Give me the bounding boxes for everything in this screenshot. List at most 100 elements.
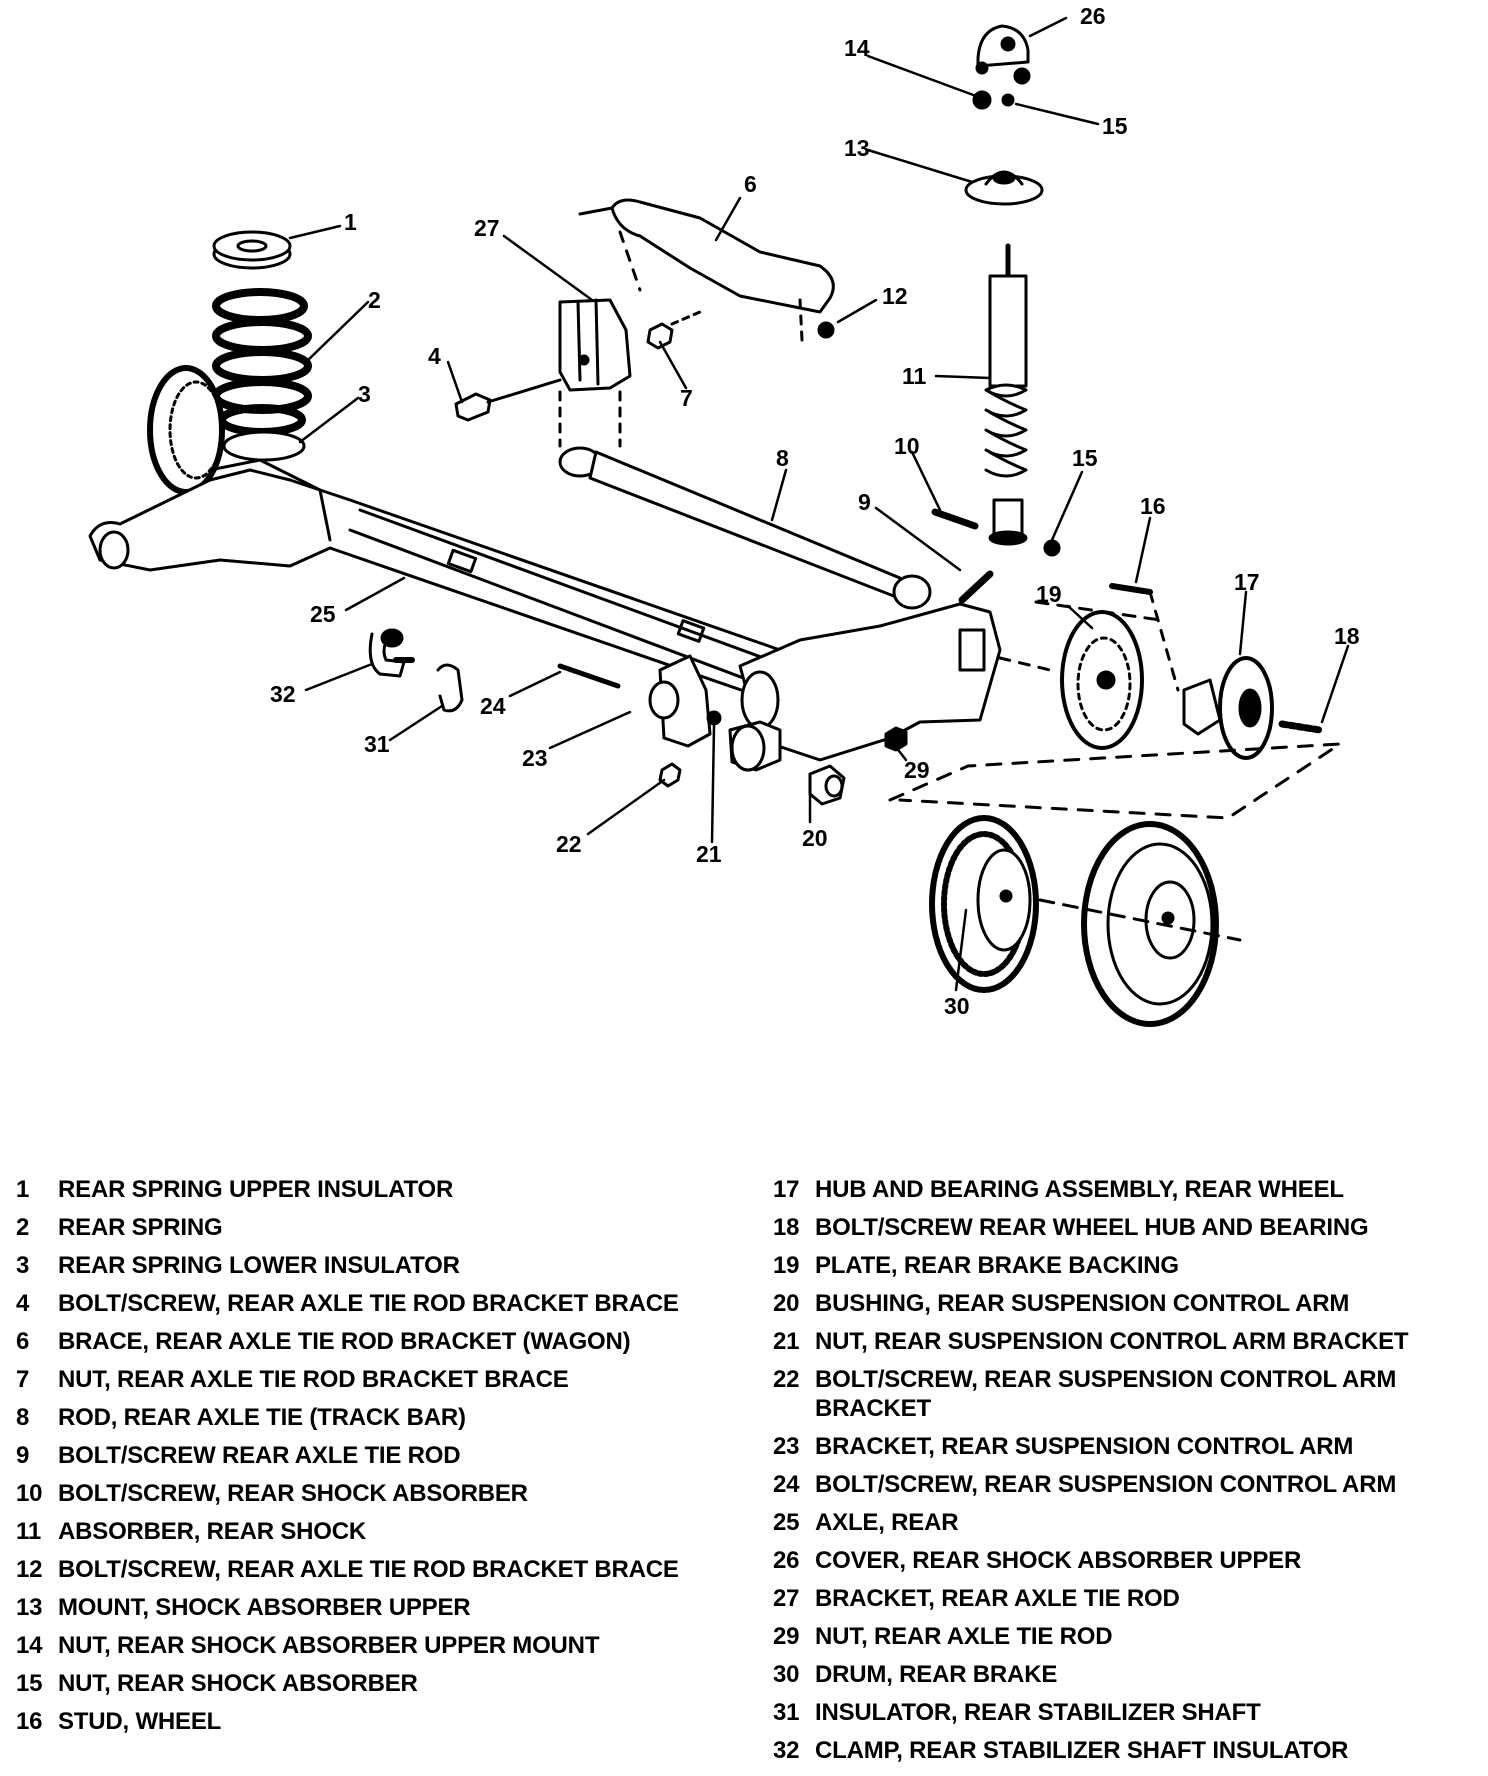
legend-number: 32 [773,1737,800,1764]
legend-description: ABSORBER, REAR SHOCK [58,1518,367,1545]
legend-description: PLATE, REAR BRAKE BACKING [815,1252,1179,1279]
legend-description: BUSHING, REAR SUSPENSION CONTROL ARM [815,1290,1350,1317]
legend-number: 6 [16,1328,30,1355]
tie-rod-bolt [958,570,994,604]
rear-hub-bearing [1182,656,1274,760]
legend-description: BOLT/SCREW, REAR SHOCK ABSORBER [58,1480,528,1507]
legend-description: BOLT/SCREW REAR AXLE TIE ROD [58,1442,461,1469]
callout-leaders [288,16,1350,992]
legend-number: 24 [773,1471,800,1498]
callout-25: 25 [310,601,336,627]
legend-number: 29 [773,1623,800,1650]
legend-description: BOLT/SCREW, REAR SUSPENSION CONTROL ARM … [815,1366,1397,1422]
legend-number: 26 [773,1547,800,1574]
control-arm-bolt [557,663,621,689]
legend-description: BRACE, REAR AXLE TIE ROD BRACKET (WAGON) [58,1328,631,1355]
wheel-stud [1109,583,1153,595]
legend-number: 22 [773,1366,800,1393]
legend-entry: 26 COVER, REAR SHOCK ABSORBER UPPER [765,1546,1488,1575]
legend-description: NUT, REAR SHOCK ABSORBER UPPER MOUNT [58,1632,600,1659]
legend-number: 11 [16,1518,41,1545]
callout-22: 22 [556,831,582,857]
legend-number: 27 [773,1585,800,1612]
legend-description: BOLT/SCREW REAR WHEEL HUB AND BEARING [815,1214,1369,1241]
exploded-suspension-diagram: 26 14 15 13 6 1 27 12 2 4 7 11 3 10 15 8… [88,3,1360,1027]
control-arm-bushing [728,720,846,806]
callout-numbers: 26 14 15 13 6 1 27 12 2 4 7 11 3 10 15 8… [270,3,1360,1019]
callout-8: 8 [776,445,789,471]
callout-23: 23 [522,745,548,771]
legend-description: STUD, WHEEL [58,1708,222,1735]
callout-24: 24 [480,693,506,719]
stabilizer-insulator [436,663,464,713]
legend-description: REAR SPRING LOWER INSULATOR [58,1252,460,1279]
legend-number: 16 [16,1708,43,1735]
tie-rod-bracket [558,298,632,392]
legend-number: 31 [773,1699,800,1726]
callout-14: 14 [844,35,870,61]
legend-entry: 22 BOLT/SCREW, REAR SUSPENSION CONTROL AR… [765,1365,1488,1423]
legend-description: REAR SPRING UPPER INSULATOR [58,1176,454,1203]
legend-description: HUB AND BEARING ASSEMBLY, REAR WHEEL [815,1176,1344,1203]
callout-27: 27 [474,215,500,241]
spring-upper-insulator [212,230,292,270]
callout-16: 16 [1140,493,1166,519]
bracket-brace-nut [646,322,674,350]
legend-number: 14 [16,1632,43,1659]
callout-9: 9 [858,489,871,515]
rear-coil-spring [212,288,312,436]
legend-number: 17 [773,1176,800,1203]
legend-entry: 6 BRACE, REAR AXLE TIE ROD BRACKET (WAGON… [8,1327,748,1356]
callout-18: 18 [1334,623,1360,649]
legend-entry: 14 NUT, REAR SHOCK ABSORBER UPPER MOUNT [8,1631,748,1660]
legend-description: DRUM, REAR BRAKE [815,1661,1058,1688]
legend-number: 15 [16,1670,43,1697]
rear-axle [88,458,802,702]
legend-description: BRACKET, REAR AXLE TIE ROD [815,1585,1180,1612]
legend-number: 4 [16,1290,30,1317]
tie-rod-bracket-brace [578,198,835,342]
legend-description: BOLT/SCREW, REAR AXLE TIE ROD BRACKET BR… [58,1556,679,1583]
shock-upper-mount [964,170,1044,206]
legend-number: 21 [773,1328,800,1355]
track-bar [558,390,932,610]
legend-description: INSULATOR, REAR STABILIZER SHAFT [815,1699,1261,1726]
callout-12: 12 [882,283,908,309]
legend-description: BRACKET, REAR SUSPENSION CONTROL ARM [815,1433,1354,1460]
callout-15: 15 [1102,113,1128,139]
bracket-brace-bolt [454,378,562,422]
legend-description: COVER, REAR SHOCK ABSORBER UPPER [815,1547,1302,1574]
legend-description: AXLE, REAR [815,1509,959,1536]
tie-rod-nut [884,726,908,752]
callout-11: 11 [902,363,927,389]
legend-entry: 29 NUT, REAR AXLE TIE ROD [765,1622,1488,1651]
rear-wheel-rim [1038,821,1242,1027]
legend-number: 18 [773,1214,800,1241]
control-arm-bracket-bolt [658,762,682,788]
legend-description: NUT, REAR SHOCK ABSORBER [58,1670,418,1697]
brake-backing-plate [1060,610,1144,750]
callout-32: 32 [270,681,296,707]
legend-entry: 15 NUT, REAR SHOCK ABSORBER [8,1669,748,1698]
callout-21: 21 [696,841,722,867]
legend-description: NUT, REAR AXLE TIE ROD [815,1623,1113,1650]
legend-entry: 18 BOLT/SCREW REAR WHEEL HUB AND BEARING [765,1213,1488,1242]
shock-bolt [931,508,979,530]
shock-nut-lower [1043,539,1061,557]
legend-description: CLAMP, REAR STABILIZER SHAFT INSULATOR [815,1737,1349,1764]
shock-upper-cover [975,24,1031,85]
callout-19: 19 [1036,581,1062,607]
legend-number: 12 [16,1556,43,1583]
